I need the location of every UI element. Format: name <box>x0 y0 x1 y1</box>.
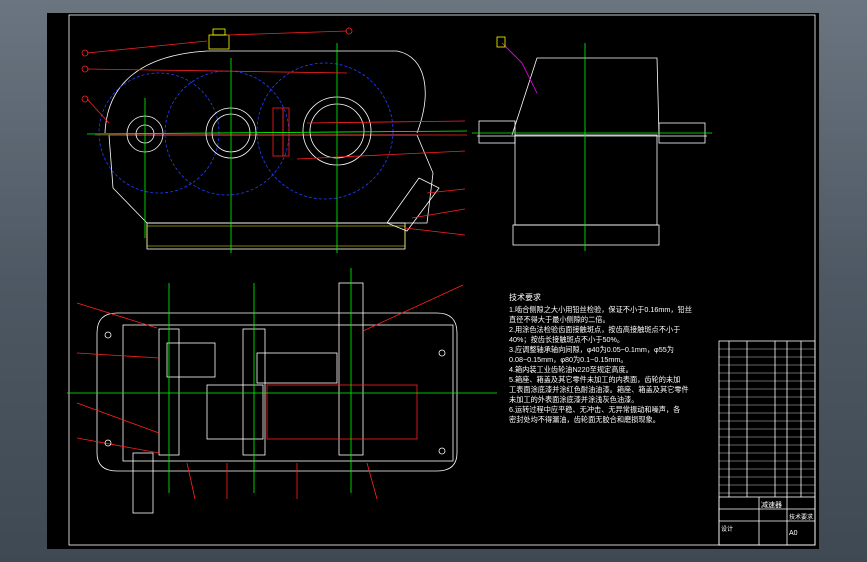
plan-leader-2 <box>76 352 160 359</box>
side-bolt-icon <box>496 36 506 48</box>
front-view <box>81 27 468 253</box>
front-housing-base <box>108 134 434 224</box>
front-base-plate <box>146 222 406 250</box>
cad-drawing-sheet[interactable]: 减速器 技术要求 设计 A0 技术要求 1.啮合侧隙之大小用铅丝检验，保证不小于… <box>47 13 819 549</box>
leader-1 <box>86 40 208 54</box>
side-view <box>472 36 712 251</box>
circle-icon <box>345 27 353 35</box>
leader-5 <box>306 120 466 124</box>
tech-req-line: 1.啮合侧隙之大小用铅丝检验，保证不小于0.16mm，铅丝 <box>509 305 692 314</box>
side-base <box>514 134 658 226</box>
tech-req-title: 技术要求 <box>509 293 541 302</box>
plan-gear-1 <box>166 342 216 378</box>
plan-view <box>67 268 497 514</box>
tech-req-line: 40%；按齿长接触斑点不小于50%。 <box>509 335 625 344</box>
plan-gear-4 <box>266 384 418 440</box>
title-sheet-size: A0 <box>789 530 798 537</box>
leader-7 <box>426 188 466 194</box>
side-cover <box>511 57 660 136</box>
circle-icon <box>104 331 112 339</box>
front-base-inner <box>146 225 406 247</box>
circle-icon <box>438 349 446 357</box>
title-material: 技术要求 <box>789 513 813 521</box>
oil-gauge <box>386 177 440 232</box>
plan-housing <box>96 312 458 472</box>
tech-req-line: 5.箱座、箱盖及其它零件未加工的内表面，齿轮的未加 <box>509 375 681 384</box>
front-rib-1 <box>272 107 284 157</box>
tech-req-line: 4.箱内装工业齿轮油N220至规定高度。 <box>509 365 633 374</box>
tech-req-line: 6.运转过程中应平稳、无冲击、无异常振动和噪声，各 <box>509 405 681 414</box>
drawing-svg: 减速器 技术要求 设计 A0 <box>67 14 816 546</box>
plan-output-shaft-end <box>132 452 154 514</box>
technical-requirements: 技术要求 1.啮合侧隙之大小用铅丝检验，保证不小于0.16mm，铅丝 直径不得大… <box>509 293 709 425</box>
circle-icon <box>81 65 89 73</box>
side-leader-magenta <box>501 42 538 94</box>
title-company: 设计 <box>721 525 733 533</box>
plan-leader-9 <box>366 462 378 500</box>
plan-leader-3 <box>76 402 160 434</box>
parts-list-rows <box>719 348 815 494</box>
tech-req-line: 3.应调整轴承轴向间隙，φ40为0.05~0.1mm，φ55为 <box>509 345 674 354</box>
tech-req-line: 0.08~0.15mm，φ80为0.1~0.15mm。 <box>509 355 628 364</box>
vent-plug <box>212 28 226 36</box>
tech-req-line: 未加工的外表面涂底漆并涂浅灰色油漆。 <box>509 395 639 404</box>
title-block: 减速器 技术要求 设计 A0 <box>718 496 816 546</box>
pitch-circle-output <box>256 62 394 200</box>
leader-4 <box>226 30 348 36</box>
title-drawing-name: 减速器 <box>761 500 782 509</box>
centerline-h <box>86 130 468 135</box>
plan-leader-4 <box>76 437 160 454</box>
front-rib-2 <box>282 107 290 157</box>
circle-icon <box>81 95 89 103</box>
leader-2 <box>86 68 348 74</box>
plan-leader-1 <box>76 302 158 329</box>
leader-9 <box>404 227 466 236</box>
side-base-plate <box>512 224 660 246</box>
tech-req-line: 工表面涂底漆并涂红色耐油油漆。箱座、箱盖及其它零件 <box>509 385 689 394</box>
inspection-cover <box>208 34 230 50</box>
front-housing-cover <box>104 50 426 134</box>
plan-gear-2 <box>256 352 338 384</box>
leader-3 <box>86 98 110 124</box>
plan-leader-5 <box>362 284 464 332</box>
plan-gear-3 <box>206 384 264 440</box>
circle-icon <box>81 49 89 57</box>
leader-8 <box>411 208 466 219</box>
circle-icon <box>104 439 112 447</box>
circle-icon <box>438 447 446 455</box>
tech-req-line: 密封处均不得漏油，齿轮面无胶合和磨损现象。 <box>509 415 660 424</box>
side-shaft-left <box>478 120 516 144</box>
tech-req-line: 2.用涂色法检验齿面接触斑点，按齿高接触斑点不小于 <box>509 325 681 334</box>
plan-leader-6 <box>186 462 196 500</box>
tech-req-line: 直径不得大于最小侧隙的二倍。 <box>509 315 610 324</box>
drawing-frame <box>68 14 816 546</box>
leader-6 <box>296 150 466 160</box>
